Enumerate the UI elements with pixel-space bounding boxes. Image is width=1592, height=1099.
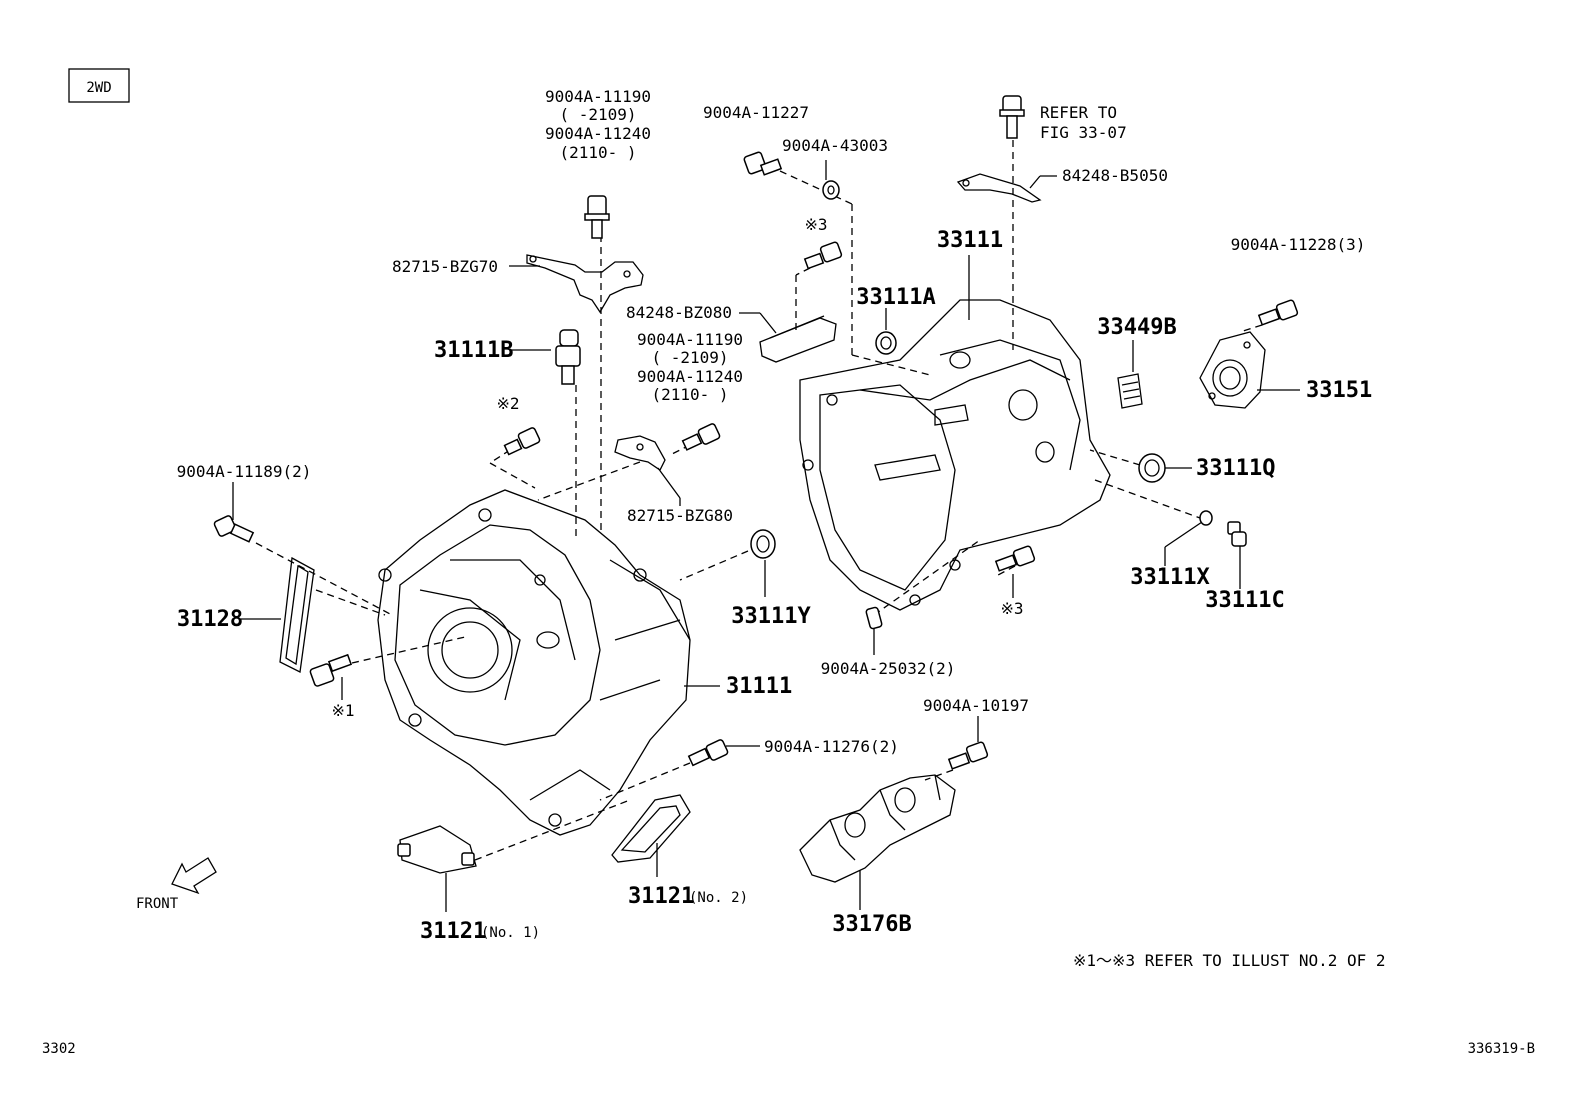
label-seal-33111q: 33111Q: [1196, 456, 1275, 481]
label-bracket-b5050: 84248-B5050: [1062, 166, 1168, 185]
label-bolt-11240: 9004A-11240: [545, 124, 651, 143]
label-bolt-11189: 9004A-11189(2): [177, 462, 312, 481]
label-bolt-11240-b: 9004A-11240: [637, 367, 743, 386]
bolt-icon-11276: [687, 739, 729, 767]
bracket-bzg80-icon: [614, 435, 666, 471]
bolt-icon-bzg80: [681, 423, 721, 451]
label-washer-43003: 9004A-43003: [782, 136, 888, 155]
label-bolt-11276: 9004A-11276(2): [764, 737, 899, 756]
label-bolt-11190: 9004A-11190: [545, 87, 651, 106]
bolt-icon-11227: [743, 151, 783, 176]
plug-33111c-icon: [1227, 521, 1247, 547]
seal-33111y-icon: [750, 529, 776, 559]
bolt-icon-mark3-top: [803, 241, 843, 270]
label-fig-ref: FIG 33-07: [1040, 123, 1127, 142]
gasket-33111x-icon: [1199, 510, 1213, 526]
bracket-bz080-icon: [759, 315, 837, 363]
front-label: FRONT: [136, 896, 179, 912]
clutch-housing-31111-drawing: [377, 489, 691, 836]
label-bolt-11190-range: ( -2109): [559, 105, 636, 124]
cover-31121-no2-icon: [611, 794, 691, 863]
label-mark2: ※2: [496, 394, 519, 413]
label-mark1: ※1: [331, 701, 354, 720]
label-bolt-11190-b: 9004A-11190: [637, 330, 743, 349]
seal-33111a-icon: [875, 331, 897, 355]
bracket-b5050-icon: [956, 173, 1042, 203]
bolt-icon-10197: [947, 741, 989, 770]
bracket-bzg70-icon: [526, 254, 644, 314]
footnote: ※1～※3 REFER TO ILLUST NO.2 OF 2: [1073, 951, 1386, 970]
label-bolt-11190-b-range: ( -2109): [651, 348, 728, 367]
label-refer-to: REFER TO: [1040, 103, 1117, 122]
label-gasket-33111x: 33111X: [1130, 565, 1209, 590]
label-bolt-11240-range: (2110- ): [559, 143, 636, 162]
plug-31111b-icon: [555, 329, 581, 385]
seal-33111q-icon: [1138, 453, 1166, 483]
label-mark3-top: ※3: [804, 215, 827, 234]
label-plug-33111c: 33111C: [1205, 588, 1284, 613]
bolt-icon-11228: [1257, 299, 1299, 326]
label-mark3-bottom: ※3: [1000, 599, 1023, 618]
label-insulator-33176b: 33176B: [832, 912, 911, 937]
pin-25032-icon: [865, 606, 883, 630]
label-plug-31111b: 31111B: [434, 338, 513, 363]
label-bolt-11228: 9004A-11228(3): [1231, 235, 1366, 254]
illustration-id: 336319-B: [1468, 1041, 1535, 1057]
variant-badge: [68, 68, 130, 103]
bolt-icon-mark1: [309, 653, 353, 687]
bolt-icon-refer: [999, 95, 1025, 139]
leader-lines: [232, 140, 1300, 912]
label-case-33111: 33111: [937, 228, 1003, 253]
washer-43003-icon: [822, 180, 840, 200]
label-cover-31121-no2-suffix: (No. 2): [689, 890, 748, 906]
label-bolt-11240-b-range: (2110- ): [651, 385, 728, 404]
figure-number: 3302: [42, 1041, 76, 1057]
bolt-icon-mark3-bottom: [994, 545, 1036, 572]
label-bracket-bz080: 84248-BZ080: [626, 303, 732, 322]
insulator-33176b-icon: [799, 774, 956, 883]
label-bolt-11227: 9004A-11227: [703, 103, 809, 122]
label-pin-25032: 9004A-25032(2): [821, 659, 956, 678]
label-bracket-bzg70: 82715-BZG70: [392, 257, 498, 276]
label-cover-31121-no2: 31121: [628, 884, 694, 909]
label-cover-31121-no1-suffix: (No. 1): [481, 925, 540, 941]
label-33449b-icon: [1117, 373, 1143, 409]
label-cover-31128: 31128: [177, 607, 243, 632]
label-33449b: 33449B: [1097, 315, 1176, 340]
label-seal-33111a: 33111A: [856, 285, 935, 310]
transmission-case-33111-drawing: [799, 299, 1111, 611]
label-bracket-bzg80: 82715-BZG80: [627, 506, 733, 525]
cover-31121-no1-icon: [397, 825, 477, 874]
cover-31128-icon: [279, 556, 315, 673]
variant-label: 2WD: [86, 80, 111, 96]
label-cover-31121-no1: 31121: [420, 919, 486, 944]
bolt-icon-top-left: [584, 195, 610, 239]
label-retainer-33151: 33151: [1306, 378, 1372, 403]
bolt-icon-11189: [213, 515, 255, 543]
front-arrow-icon: [171, 857, 217, 895]
label-bolt-10197: 9004A-10197: [923, 696, 1029, 715]
label-housing-31111: 31111: [726, 674, 792, 699]
label-seal-33111y: 33111Y: [731, 604, 811, 629]
retainer-33151-icon: [1199, 331, 1266, 409]
bolt-icon-mark2: [503, 427, 541, 456]
